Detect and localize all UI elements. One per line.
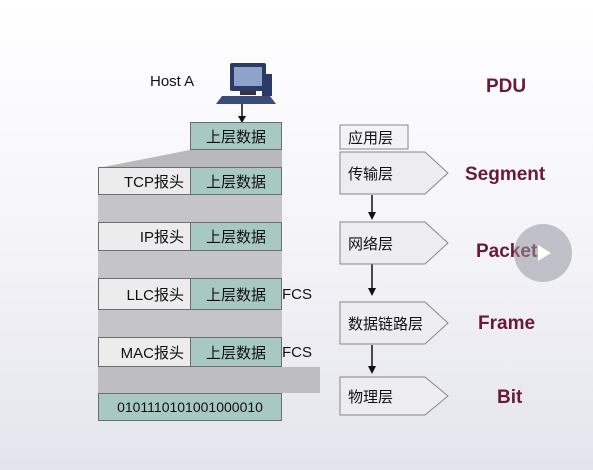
tcp-header-cell: TCP报头 xyxy=(98,167,191,195)
video-play-button[interactable] xyxy=(514,224,572,282)
computer-icon xyxy=(216,63,276,104)
ip-data-cell: 上层数据 xyxy=(190,222,282,251)
arrow-1-head xyxy=(368,212,376,220)
layer-network-label: 网络层 xyxy=(348,235,394,253)
layer-shape-datalink xyxy=(339,301,449,345)
llc-header-cell: LLC报头 xyxy=(98,278,191,310)
layer-shape-physical xyxy=(339,376,449,416)
pdu-segment: Segment xyxy=(465,164,546,185)
bit-stream-cell: 0101110101001000010 xyxy=(98,393,282,421)
arrow-2-head xyxy=(368,288,376,296)
mac-header-cell: MAC报头 xyxy=(98,337,191,367)
arrow-3-head xyxy=(368,366,376,374)
host-arrow-head xyxy=(238,116,246,123)
layer-datalink-label: 数据链路层 xyxy=(348,315,424,333)
shade-2 xyxy=(98,195,282,222)
shade-4 xyxy=(98,310,282,337)
layer-shape-transport xyxy=(339,151,449,195)
llc-fcs-label: FCS xyxy=(282,286,312,303)
host-label: Host A xyxy=(150,73,195,90)
shade-1 xyxy=(98,150,282,168)
layer-shape-network xyxy=(339,221,449,265)
layer-application-label: 应用层 xyxy=(348,129,394,147)
upper-data-cell: 上层数据 xyxy=(190,122,282,150)
shade-3 xyxy=(98,251,282,278)
play-icon xyxy=(538,245,551,261)
ip-header-cell: IP报头 xyxy=(98,222,191,251)
pdu-heading: PDU xyxy=(486,76,527,97)
layer-physical-label: 物理层 xyxy=(348,388,394,406)
pdu-bit: Bit xyxy=(497,387,523,408)
shade-5 xyxy=(98,367,320,393)
mac-data-cell: 上层数据 xyxy=(190,337,282,367)
layer-shape-application xyxy=(339,124,409,150)
mac-fcs-label: FCS xyxy=(282,344,312,361)
pdu-frame: Frame xyxy=(478,313,536,334)
layer-transport-label: 传输层 xyxy=(348,165,394,183)
tcp-data-cell: 上层数据 xyxy=(190,167,282,195)
llc-data-cell: 上层数据 xyxy=(190,278,282,310)
